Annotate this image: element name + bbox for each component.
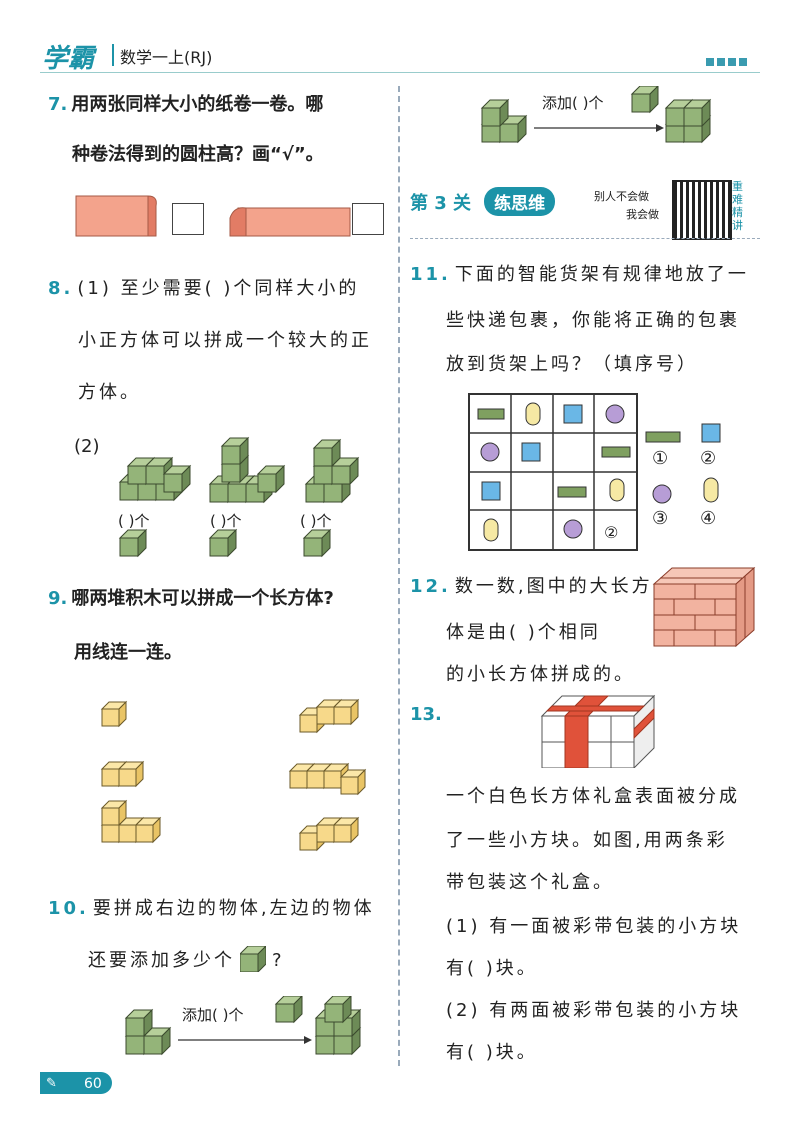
q8-part2-label: (2) <box>74 436 100 457</box>
q13-p1a: (1) 有一面被彩带包装的小方块 <box>446 916 742 937</box>
q11-option-4[interactable]: ④ <box>700 508 717 529</box>
q11-line2: 些快递包裹，你能将正确的包裹 <box>446 310 740 331</box>
q10-figure-1 <box>125 996 361 1055</box>
footer-tab <box>40 1072 112 1094</box>
q13-line3: 带包装这个礼盒。 <box>446 872 614 893</box>
q7-answer-box-1[interactable] <box>172 203 204 235</box>
shelf-grid <box>468 393 638 551</box>
level-label: 第 3 关 <box>410 193 472 214</box>
q9-line1: 9.哪两堆积木可以拼成一个长方体? <box>48 588 334 609</box>
q8-line1: 8.(1) 至少需要( )个同样大小的 <box>48 278 360 299</box>
header-decoration <box>706 51 750 70</box>
q8-blank-2[interactable]: ( )个 <box>210 512 242 530</box>
q11-option-3[interactable]: ③ <box>652 508 669 529</box>
q13-p2b[interactable]: 有( )块。 <box>446 1042 538 1063</box>
q12-line3: 的小长方体拼成的。 <box>446 664 635 685</box>
level-note-1: 别人不会做 <box>594 190 649 203</box>
pencil-icon: ✎ <box>46 1076 57 1091</box>
q9-line2: 用线连一连。 <box>74 642 182 663</box>
subject-title: 数学一上(RJ) <box>120 48 213 67</box>
page-number: 60 <box>84 1076 102 1092</box>
q13-gift-box <box>540 694 656 768</box>
q7-line2: 种卷法得到的圆柱高？画“√”。 <box>72 144 324 165</box>
qr-code-icon[interactable] <box>672 180 732 240</box>
q8-blank-1[interactable]: ( )个 <box>118 512 150 530</box>
header-divider <box>112 44 114 66</box>
q12-brick-cuboid <box>652 566 756 648</box>
q8-cube-figures <box>119 437 359 557</box>
brand-logo: 学霸 <box>42 44 95 74</box>
q11-option-2[interactable]: ② <box>700 448 717 469</box>
q13-line1: 一个白色长方体礼盒表面被分成 <box>446 786 740 807</box>
q7-line1: 7.用两张同样大小的纸卷一卷。哪 <box>48 94 324 115</box>
q10-line1: 10.要拼成右边的物体,左边的物体 <box>48 898 375 919</box>
q8-line3: 方体。 <box>78 382 141 403</box>
q10-add-label-2: 添加( )个 <box>542 94 604 112</box>
q13-p1b[interactable]: 有( )块。 <box>446 958 538 979</box>
q10-qmark: ? <box>272 950 282 971</box>
q12-line2: 体是由( )个相同 <box>446 622 601 643</box>
q13-line2: 了一些小方块。如图,用两条彩 <box>446 830 728 851</box>
qr-caption: 重难精讲 <box>732 180 743 232</box>
q11-option-items <box>645 423 721 504</box>
q11-line3: 放到货架上吗？（填序号） <box>446 354 698 375</box>
q7-answer-box-2[interactable] <box>352 203 384 235</box>
q9-block-piles <box>101 699 366 851</box>
level-note-2: 我会做 <box>626 208 659 221</box>
level-pill: 练思维 <box>484 187 556 216</box>
q12-line1: 12.数一数,图中的大长方 <box>410 576 653 597</box>
column-divider <box>398 86 400 1066</box>
q11-line1: 11.下面的智能货架有规律地放了一 <box>410 264 749 285</box>
q10-line2: 还要添加多少个 <box>88 950 235 971</box>
q13-number: 13. <box>410 704 442 725</box>
q10-add-label-1: 添加( )个 <box>182 1006 244 1024</box>
q13-p2a: (2) 有两面被彩带包装的小方块 <box>446 1000 742 1021</box>
q10-figure-2 <box>481 86 711 143</box>
q7-paper-rolls <box>75 195 351 237</box>
q11-option-1[interactable]: ① <box>652 448 669 469</box>
q8-line2: 小正方体可以拼成一个较大的正 <box>78 330 372 351</box>
level-banner: 第 3 关 练思维 <box>410 187 556 216</box>
q8-blank-3[interactable]: ( )个 <box>300 512 332 530</box>
level-rule <box>410 238 760 240</box>
header-rule <box>40 72 760 73</box>
q10-cube-icon <box>240 946 266 972</box>
shelf-cell-label: ② <box>604 523 619 542</box>
